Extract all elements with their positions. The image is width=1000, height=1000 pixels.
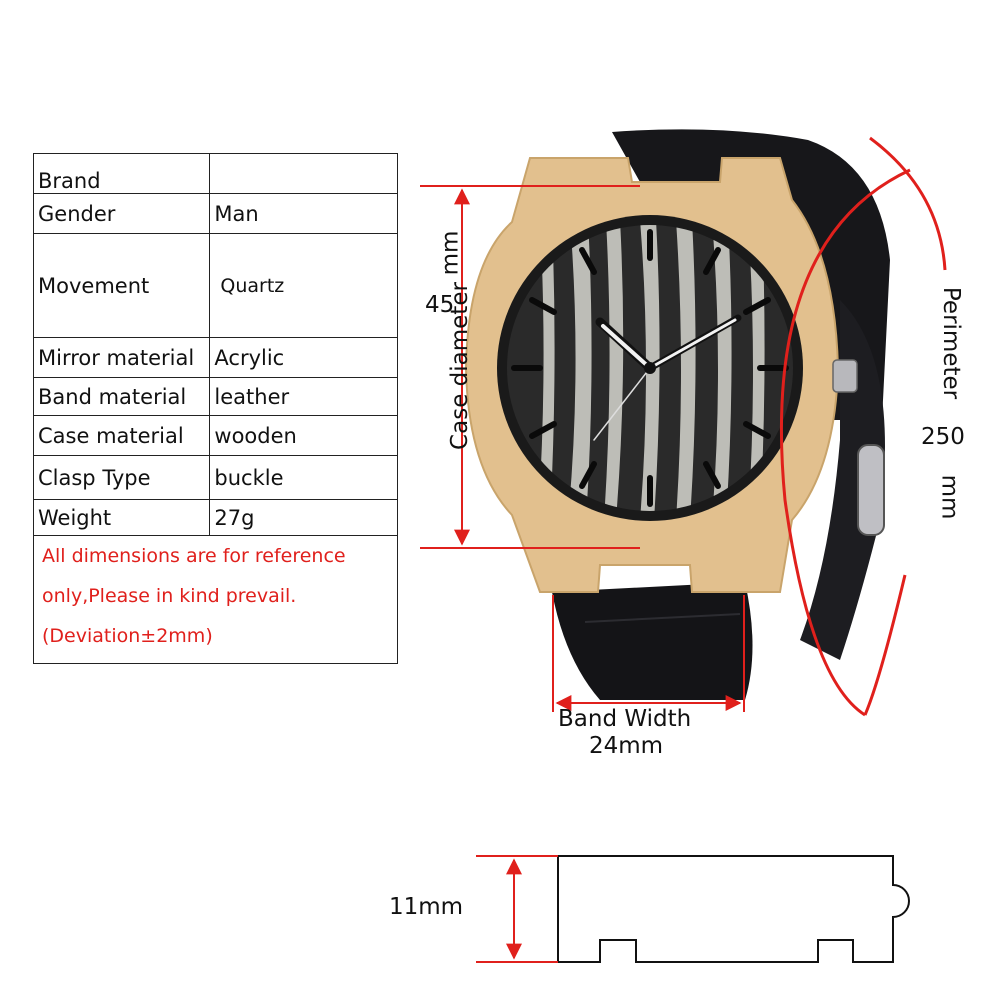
thickness-diagram: [476, 855, 910, 963]
spec-table: Brand Gender Man Movement Quartz Mirror …: [32, 153, 398, 664]
spec-value: [209, 153, 398, 194]
spec-key: Gender: [32, 193, 211, 234]
spec-row-mirror: Mirror material Acrylic: [32, 337, 398, 378]
spec-key: Brand: [32, 153, 211, 194]
strap-bottom: [552, 582, 753, 700]
band-width-label: Band Width: [558, 706, 692, 732]
spec-value: Man: [209, 193, 398, 234]
reference-note: All dimensions are for reference only,Pl…: [33, 535, 398, 664]
perimeter-label: Perimeter: [938, 286, 965, 400]
spec-key: Clasp Type: [32, 455, 211, 500]
note-line: (Deviation±2mm): [42, 625, 213, 647]
strap-side: [800, 300, 885, 660]
spec-row-band: Band material leather: [32, 377, 398, 416]
spec-row-movement: Movement Quartz: [32, 233, 398, 338]
spec-row-clasp: Clasp Type buckle: [32, 455, 398, 500]
spec-row-brand: Brand: [32, 153, 398, 194]
watch-hands: [593, 314, 742, 441]
note-line: only,Please in kind prevail.: [42, 585, 297, 607]
buckle: [857, 444, 885, 536]
spec-value: Acrylic: [209, 337, 398, 378]
spec-row-case: Case material wooden: [32, 415, 398, 456]
spec-row-gender: Gender Man: [32, 193, 398, 234]
spec-key: Band material: [32, 377, 211, 416]
note-line: All dimensions are for reference: [42, 545, 346, 567]
spec-key: Case material: [32, 415, 211, 456]
spec-key: Mirror material: [32, 337, 211, 378]
case-diameter-arrow: [420, 185, 640, 549]
case-diameter-value: 45: [425, 292, 455, 318]
perimeter-arc: [779, 136, 947, 717]
dial-stripes: [538, 225, 765, 511]
band-width-arrow: [552, 595, 745, 712]
perimeter-value: 250: [921, 424, 965, 450]
case-diameter-unit: mm: [437, 230, 464, 276]
crown: [832, 359, 858, 393]
spec-row-note: All dimensions are for reference only,Pl…: [33, 535, 398, 664]
spec-value: Quartz: [209, 233, 398, 338]
spec-row-weight: Weight 27g: [32, 499, 398, 536]
spec-value: leather: [209, 377, 398, 416]
strap-top: [612, 129, 890, 421]
band-width-value: 24mm: [589, 733, 664, 759]
spec-key: Movement: [32, 233, 211, 338]
spec-value: 27g: [209, 499, 398, 536]
spec-value: wooden: [209, 415, 398, 456]
spec-value: buckle: [209, 455, 398, 500]
hour-markers: [511, 229, 789, 507]
perimeter-unit: mm: [936, 474, 963, 520]
spec-key: Weight: [32, 499, 211, 536]
thickness-value: 11mm: [389, 894, 464, 920]
